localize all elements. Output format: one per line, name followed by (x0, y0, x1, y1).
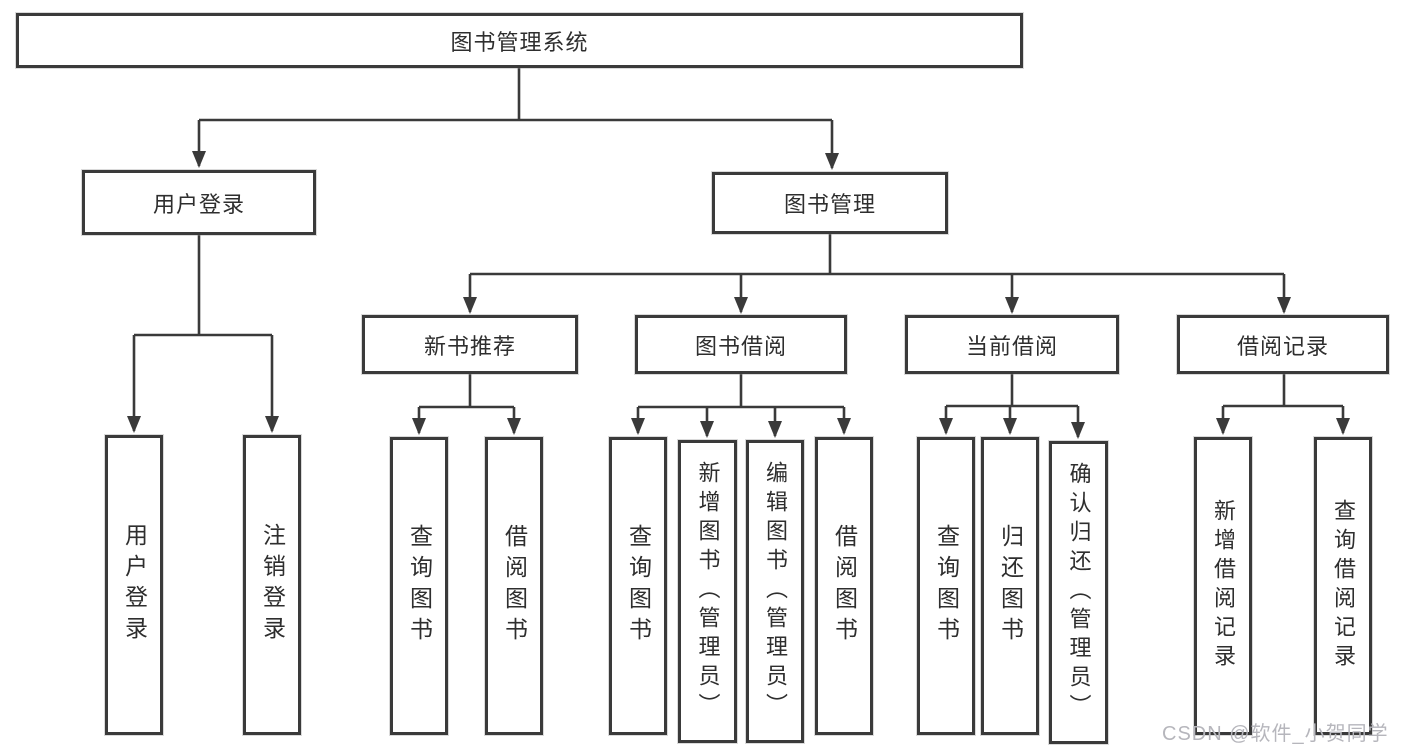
leaf-add-borrow-record: 新增借阅记录 (1194, 437, 1252, 735)
leaf-query-books-borrowing: 查询图书 (609, 437, 667, 735)
leaf-logout: 注销登录 (243, 435, 301, 735)
leaf-user-login: 用户登录 (105, 435, 163, 735)
leaf-query-borrow-record: 查询借阅记录 (1314, 437, 1372, 735)
leaf-add-books-admin: 新增图书（管理员） (678, 440, 737, 743)
csdn-watermark: CSDN @软件_小贺同学 (1162, 723, 1389, 745)
trunk-current-borrow (946, 374, 1078, 408)
leaf-borrow-books-recommend: 借阅图书 (485, 437, 543, 735)
leaf-edit-books-admin: 编辑图书（管理员） (746, 440, 804, 743)
trunk-new-books (419, 374, 514, 409)
node-current-borrowing: 当前借阅 (905, 315, 1119, 374)
leaf-query-books-recommend: 查询图书 (390, 437, 448, 735)
trunk-user-login (134, 235, 272, 337)
node-root-system: 图书管理系统 (16, 13, 1023, 68)
trunk-borrow-records (1223, 374, 1343, 408)
node-book-borrowing: 图书借阅 (635, 315, 847, 374)
leaf-return-books: 归还图书 (981, 437, 1039, 735)
trunk-book-mgmt (470, 234, 1284, 276)
leaf-borrow-books: 借阅图书 (815, 437, 873, 735)
node-new-book-recommend: 新书推荐 (362, 315, 578, 374)
trunk-root (199, 68, 832, 122)
node-user-login-branch: 用户登录 (82, 170, 316, 235)
leaf-confirm-return-admin: 确认归还（管理员） (1049, 441, 1108, 744)
trunk-book-borrow (638, 374, 844, 409)
leaf-query-books-current: 查询图书 (917, 437, 975, 735)
node-book-management-branch: 图书管理 (712, 172, 948, 234)
node-borrowing-records: 借阅记录 (1177, 315, 1389, 374)
